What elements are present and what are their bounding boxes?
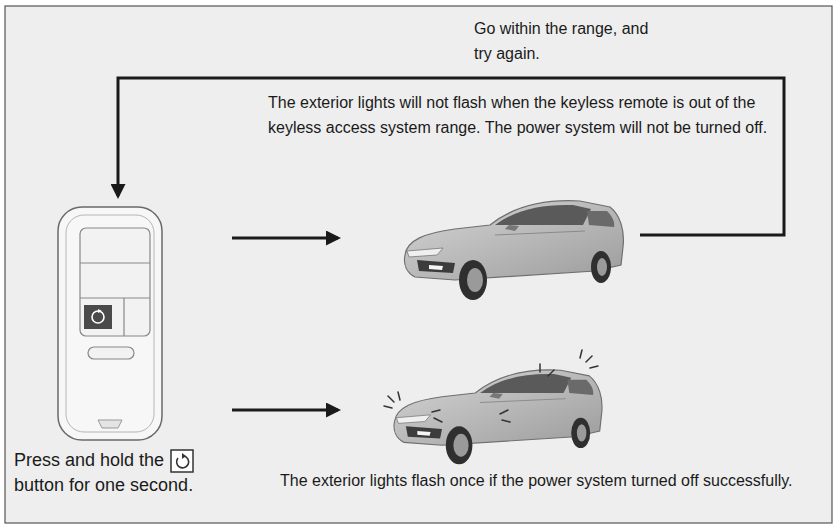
power-button-icon: [170, 449, 194, 473]
car-out-of-range: [404, 201, 623, 300]
arrow: [232, 237, 338, 240]
arrow: [232, 409, 338, 412]
keyless-remote: [58, 207, 162, 440]
instruction-text: button for one second.: [14, 473, 193, 498]
flash-marks: [384, 350, 598, 422]
note-text: Go within the range, and try again.: [474, 16, 649, 66]
note-text: The exterior lights flash once if the po…: [280, 468, 795, 493]
instruction-text: Press and hold the: [14, 448, 164, 473]
panel: [5, 6, 832, 523]
note-text: The exterior lights will not flash when …: [268, 90, 773, 140]
car-lights-flash: [394, 370, 602, 464]
return-arrow: [118, 78, 784, 235]
